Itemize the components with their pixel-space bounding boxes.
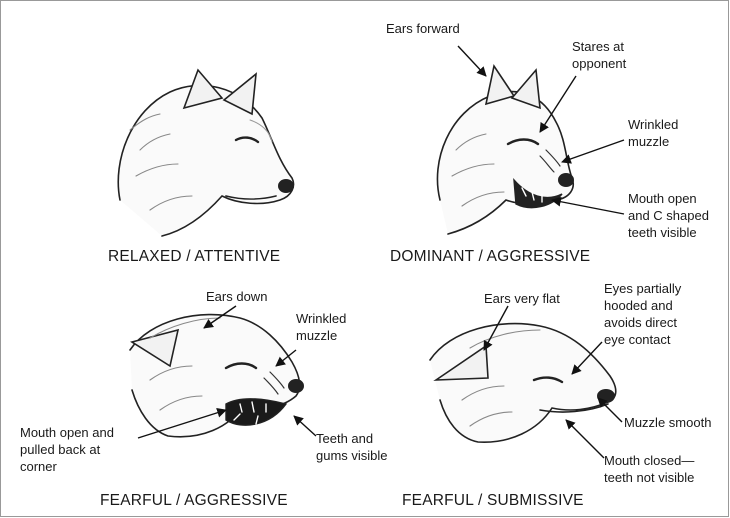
label-teeth-and-gums: Teeth and gums visible — [316, 430, 388, 464]
label-ears-down: Ears down — [206, 288, 267, 305]
dog-head-fearful-aggressive — [130, 315, 304, 437]
label-mouth-open-c-shaped: Mouth open and C shaped teeth visible — [628, 190, 709, 241]
dog-head-fearful-submissive — [430, 324, 616, 443]
label-wrinkled-muzzle-dominant: Wrinkled muzzle — [628, 116, 678, 150]
label-mouth-closed: Mouth closed— teeth not visible — [604, 452, 694, 486]
dog-head-dominant — [437, 66, 574, 234]
caption-relaxed-attentive: RELAXED / ATTENTIVE — [108, 248, 280, 266]
label-ears-very-flat: Ears very flat — [484, 290, 560, 307]
label-mouth-open-pulled-back: Mouth open and pulled back at corner — [20, 424, 114, 475]
caption-fearful-submissive: FEARFUL / SUBMISSIVE — [402, 492, 584, 510]
dog-head-relaxed — [118, 70, 294, 236]
caption-fearful-aggressive: FEARFUL / AGGRESSIVE — [100, 492, 288, 510]
label-eyes-partially-hooded: Eyes partially hooded and avoids direct … — [604, 280, 681, 348]
caption-dominant-aggressive: DOMINANT / AGGRESSIVE — [390, 248, 590, 266]
label-ears-forward: Ears forward — [386, 20, 460, 37]
label-wrinkled-muzzle-fearful: Wrinkled muzzle — [296, 310, 346, 344]
label-stares-at-opponent: Stares at opponent — [572, 38, 626, 72]
label-muzzle-smooth: Muzzle smooth — [624, 414, 728, 431]
